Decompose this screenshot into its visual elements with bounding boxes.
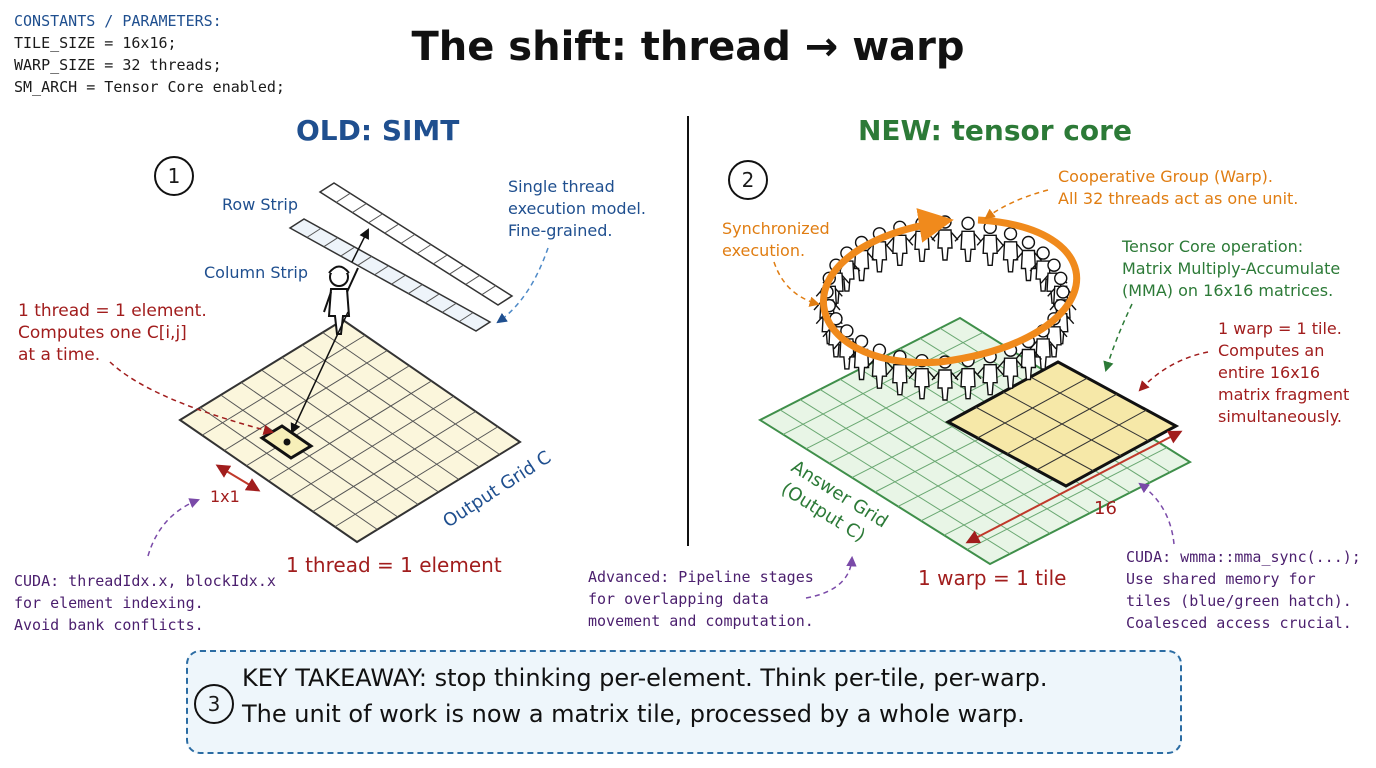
step-2-badge: 2 [728,160,768,200]
element-size-label: 1x1 [210,486,240,508]
column-strip-label: Column Strip [204,262,308,284]
page-title: The shift: thread → warp [0,24,1376,70]
note-line: Computes an [1218,340,1349,362]
thread-worker-figure [324,267,358,335]
note-line: for element indexing. [14,592,276,614]
note-line: matrix fragment [1218,384,1349,406]
thread-figure [955,217,981,261]
cuda-thread-note: CUDA: threadIdx.x, blockIdx.x for elemen… [14,570,276,636]
note-line: Single thread [508,176,646,198]
note-line: 1 thread = 1 element. [18,300,207,322]
constant-sm-arch: SM_ARCH = Tensor Core enabled; [14,76,285,98]
old-simt-title: OLD: SIMT [296,114,459,147]
note-line: execution model. [508,198,646,220]
step-3-badge: 3 [194,684,234,724]
note-line: movement and computation. [588,610,814,632]
row-strip-label: Row Strip [222,194,298,216]
element-dot [284,439,291,446]
step-1-badge: 1 [154,156,194,196]
warp-tile-note: 1 warp = 1 tile. Computes an entire 16x1… [1218,318,1349,428]
note-line: Fine-grained. [508,220,646,242]
note-line: All 32 threads act as one unit. [1058,188,1298,210]
note-line: simultaneously. [1218,406,1349,428]
note-line: Synchronized [722,218,830,240]
note-line: 1 warp = 1 tile. [1218,318,1349,340]
note-line: execution. [722,240,830,262]
note-line: at a time. [18,344,207,366]
note-line: CUDA: threadIdx.x, blockIdx.x [14,570,276,592]
tile-size-label: 16 [1094,498,1117,519]
note-line: Use shared memory for [1126,568,1361,590]
note-line: Advanced: Pipeline stages [588,566,814,588]
takeaway-line-1: KEY TAKEAWAY: stop thinking per-element.… [242,664,1048,692]
advanced-pipeline-note: Advanced: Pipeline stages for overlappin… [588,566,814,632]
note-line: (MMA) on 16x16 matrices. [1122,280,1340,302]
note-line: tiles (blue/green hatch). [1126,590,1361,612]
cuda-wmma-note: CUDA: wmma::mma_sync(...); Use shared me… [1126,546,1361,634]
thread-figure [998,228,1024,272]
note-line: entire 16x16 [1218,362,1349,384]
note-line: Avoid bank conflicts. [14,614,276,636]
note-line: CUDA: wmma::mma_sync(...); [1126,546,1361,568]
note-line: Tensor Core operation: [1122,236,1340,258]
new-tensor-core-title: NEW: tensor core [858,114,1132,147]
note-line: Computes one C[i,j] [18,322,207,344]
single-thread-note: Single thread execution model. Fine-grai… [508,176,646,242]
tensor-core-note: Tensor Core operation: Matrix Multiply-A… [1122,236,1340,302]
sync-execution-note: Synchronized execution. [722,218,830,262]
note-line: Matrix Multiply-Accumulate [1122,258,1340,280]
element-note: 1 thread = 1 element. Computes one C[i,j… [18,300,207,366]
new-caption: 1 warp = 1 tile [918,566,1066,590]
note-line: Cooperative Group (Warp). [1058,166,1298,188]
thread-figure [977,221,1003,265]
old-caption: 1 thread = 1 element [286,553,502,577]
note-line: Coalesced access crucial. [1126,612,1361,634]
takeaway-line-2: The unit of work is now a matrix tile, p… [242,700,1025,728]
note-line: for overlapping data [588,588,814,610]
cooperative-group-note: Cooperative Group (Warp). All 32 threads… [1058,166,1298,210]
